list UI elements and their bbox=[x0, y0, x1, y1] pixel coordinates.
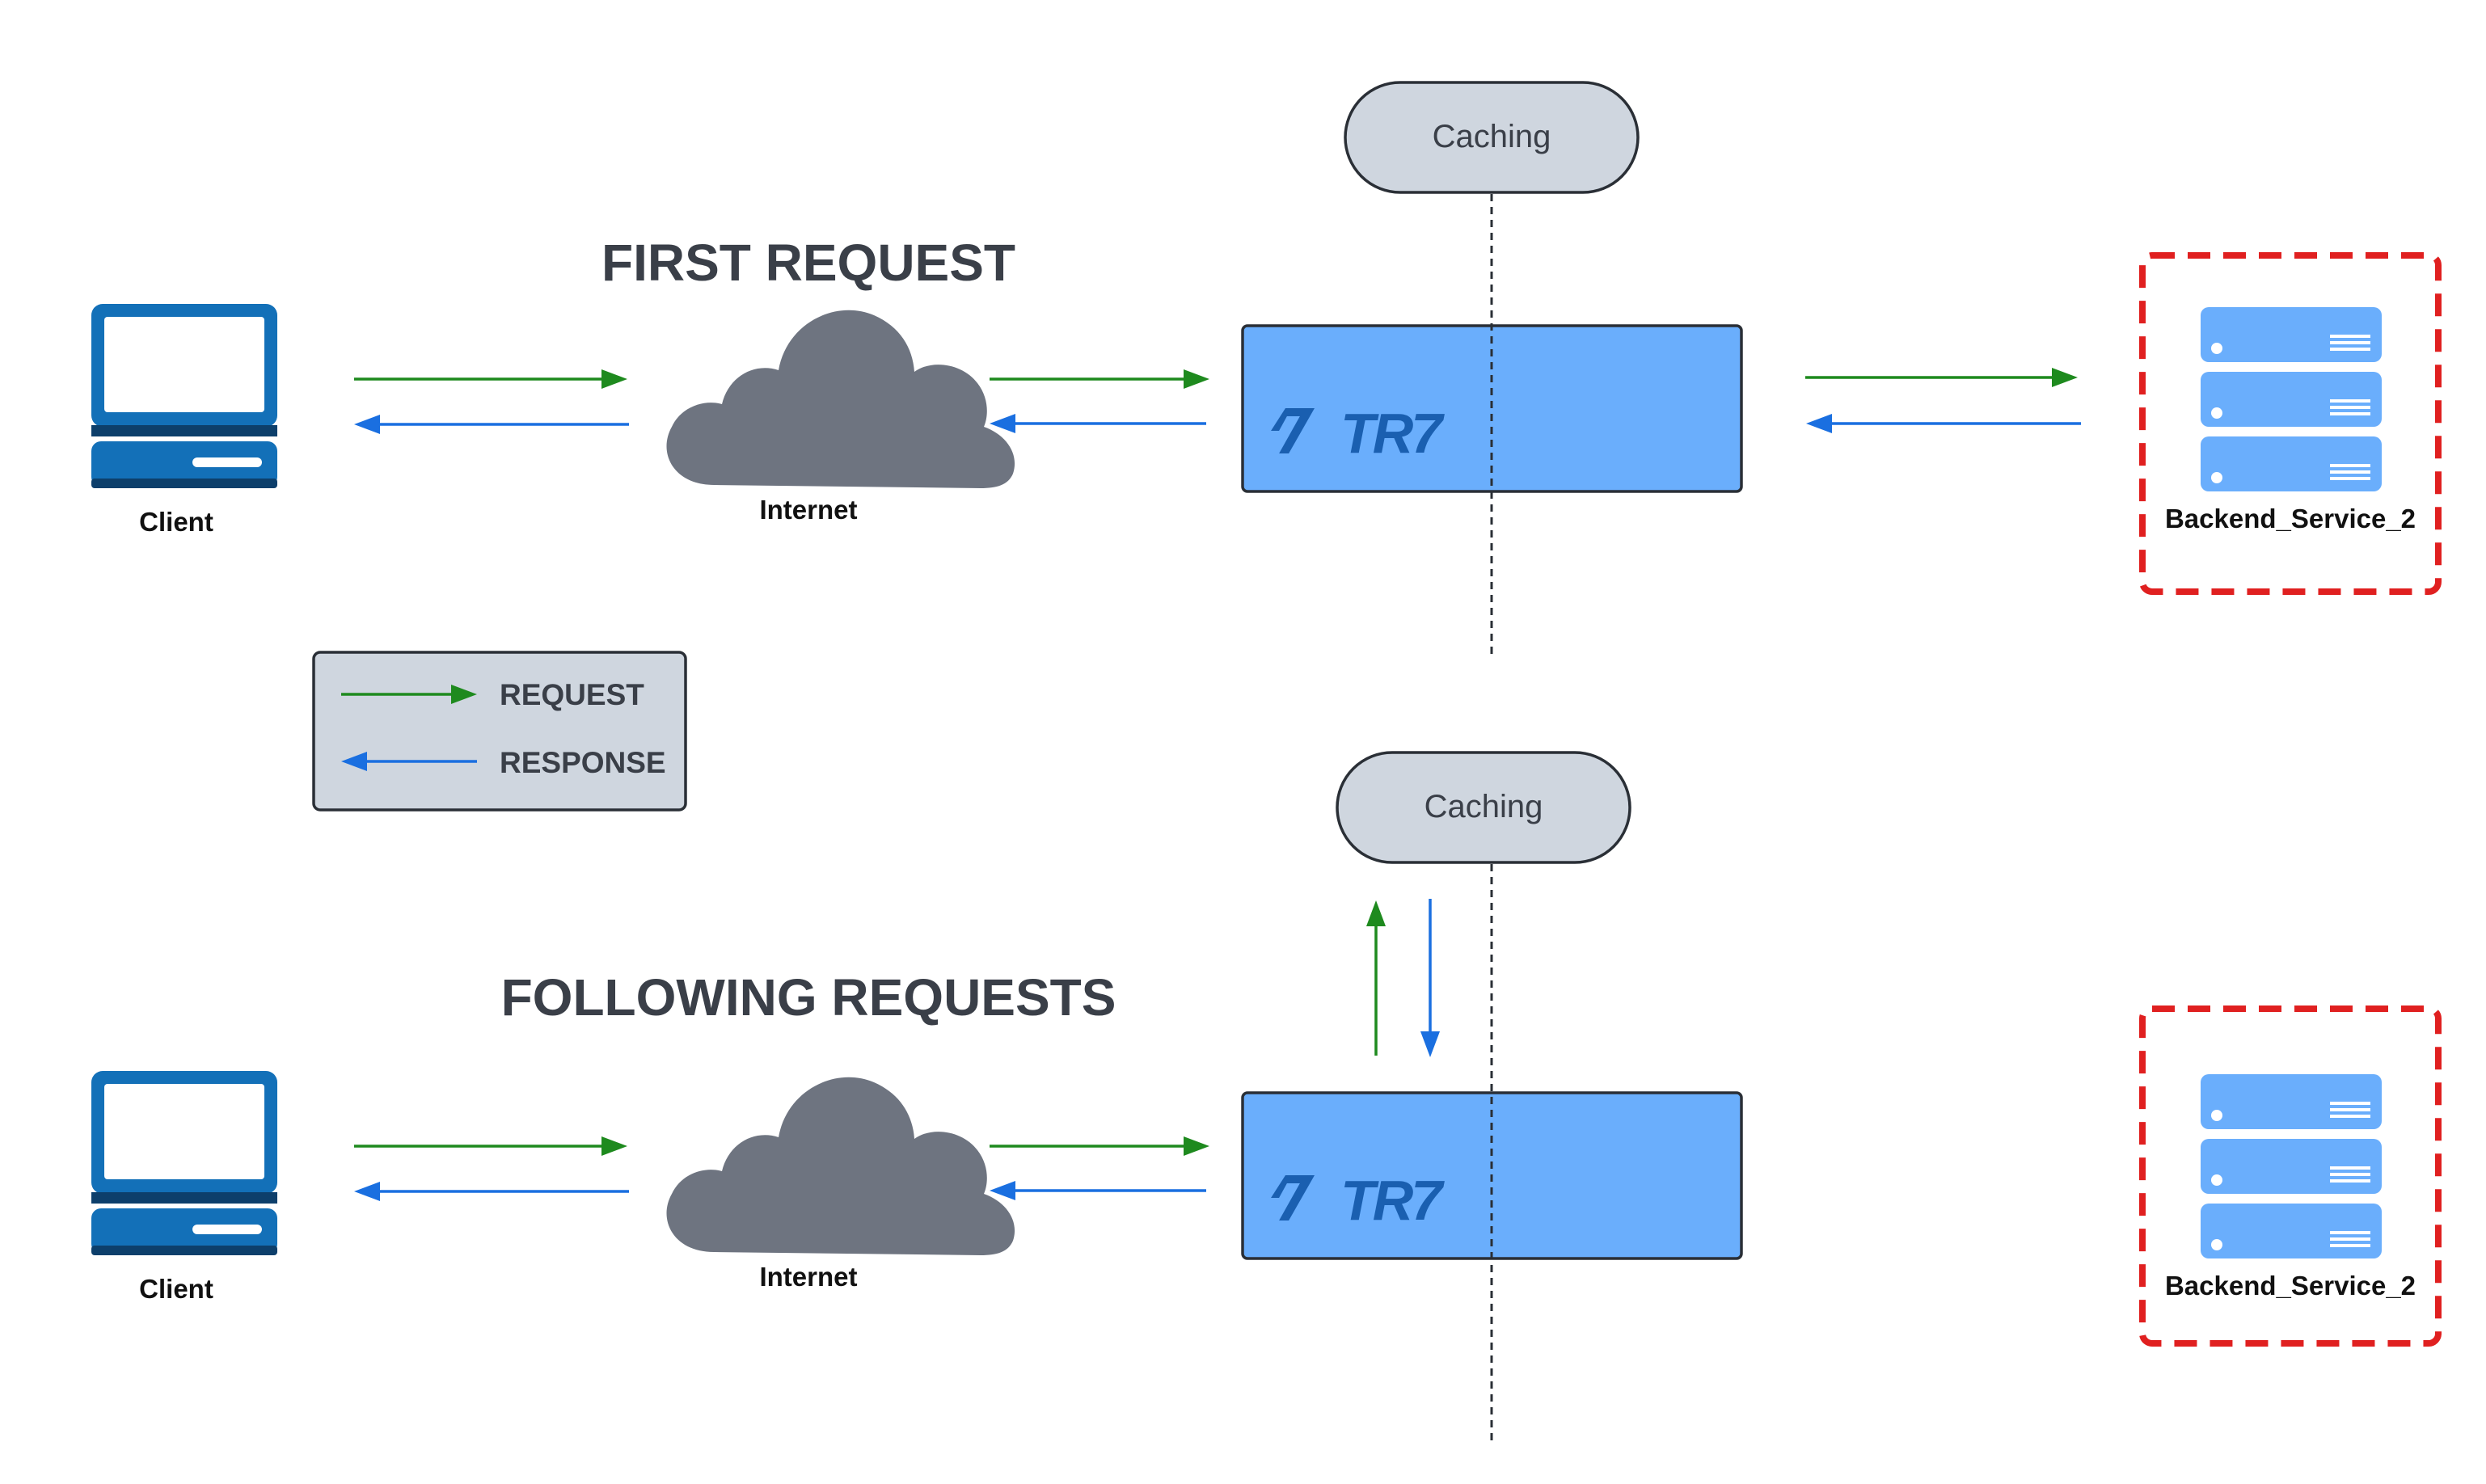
caching-node: Caching bbox=[1344, 81, 1640, 194]
internet-label: Internet bbox=[759, 495, 857, 525]
request-arrow bbox=[990, 369, 1209, 389]
backend-label: Backend_Service_2 bbox=[2165, 1271, 2416, 1301]
request-arrow bbox=[990, 1136, 1209, 1156]
backend-service-box: Backend_Service_2 bbox=[2139, 252, 2442, 595]
legend-box: REQUEST RESPONSE bbox=[312, 651, 687, 812]
internet-cloud-icon bbox=[666, 1077, 1015, 1255]
client-label: Client bbox=[139, 507, 213, 537]
request-arrow bbox=[354, 369, 627, 389]
backend-service-box: Backend_Service_2 bbox=[2139, 1005, 2442, 1347]
client-label: Client bbox=[139, 1274, 213, 1304]
caching-node: Caching bbox=[1336, 751, 1631, 864]
legend-response-arrow bbox=[341, 752, 477, 771]
response-arrow bbox=[990, 1181, 1206, 1200]
gateway-logo-text: TR7 bbox=[1340, 402, 1445, 465]
response-arrow bbox=[354, 1182, 629, 1201]
gateway-logo-text: TR7 bbox=[1340, 1169, 1445, 1232]
server-icon bbox=[2201, 1074, 2382, 1258]
cache-request-arrow bbox=[1366, 900, 1386, 1056]
client-computer-icon bbox=[91, 304, 277, 488]
cache-response-arrow bbox=[1420, 899, 1440, 1057]
internet-label: Internet bbox=[759, 1262, 857, 1292]
legend-response-label: RESPONSE bbox=[500, 746, 666, 779]
response-arrow bbox=[990, 414, 1206, 433]
legend-request-label: REQUEST bbox=[500, 678, 644, 711]
client-computer-icon bbox=[91, 1071, 277, 1255]
legend-request-arrow bbox=[341, 685, 477, 704]
following-requests-heading: FOLLOWING REQUESTS bbox=[501, 968, 1116, 1027]
internet-cloud-icon bbox=[666, 310, 1015, 488]
caching-label: Caching bbox=[1433, 119, 1551, 154]
response-arrow bbox=[1806, 414, 2081, 433]
response-arrow bbox=[354, 415, 629, 434]
tr7-gateway-box: TR7 bbox=[1241, 324, 1743, 493]
request-arrow bbox=[354, 1136, 627, 1156]
server-icon bbox=[2201, 307, 2382, 491]
caching-label: Caching bbox=[1424, 789, 1543, 824]
first-request-heading: FIRST REQUEST bbox=[601, 234, 1015, 292]
request-arrow bbox=[1805, 368, 2078, 387]
backend-label: Backend_Service_2 bbox=[2165, 504, 2416, 533]
